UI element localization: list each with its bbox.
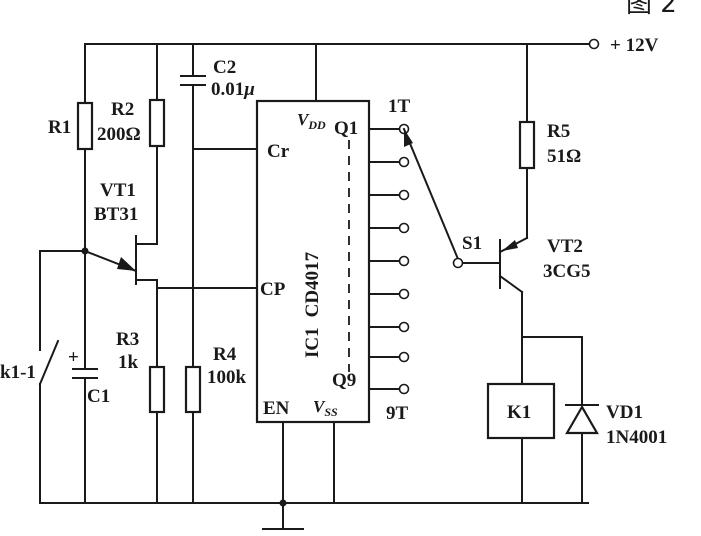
vt2-collector-lead (498, 274, 524, 294)
r5-label: R5 (547, 121, 570, 142)
r3-resistor (148, 365, 166, 414)
output-7t[interactable] (398, 321, 410, 333)
output-taps (368, 123, 410, 395)
ic1-en-pin: EN (263, 398, 290, 419)
ic1-vss-pin: VSS (313, 397, 338, 419)
vt2-emitter-arrow (502, 240, 518, 251)
vt1-type: BT31 (94, 204, 138, 225)
ic1-q1-pin: Q1 (334, 118, 358, 139)
r1-resistor (76, 101, 94, 151)
k1-label: K1 (507, 402, 531, 423)
output-4t[interactable] (398, 222, 410, 234)
output-9t[interactable] (398, 383, 410, 395)
s1-wiper-arrow (404, 129, 413, 147)
k1-1-label: k1-1 (0, 362, 36, 383)
s1-wiper[interactable] (402, 127, 460, 261)
vd1-label: VD1 (606, 402, 643, 423)
r4-label: R4 (213, 344, 237, 365)
output-3t[interactable] (398, 189, 410, 201)
r1-label: R1 (48, 117, 71, 138)
r2-label: R2 (111, 99, 134, 120)
c2-value: 0.01μ (211, 79, 255, 100)
r4-resistor (184, 365, 202, 414)
c1-gap (80, 369, 90, 378)
vt1-emitter-arrow (117, 257, 136, 271)
vt2-type: 3CG5 (543, 261, 591, 282)
vd1-diode-triangle (565, 404, 599, 435)
ic1-vdd-pin: VDD (297, 110, 326, 132)
s1-label: S1 (462, 233, 482, 254)
supply-terminal (588, 38, 600, 50)
r2-value: 200Ω (97, 124, 141, 145)
k1-1-contact-blade[interactable] (38, 339, 60, 386)
r5-value: 51Ω (547, 146, 581, 167)
vt1-label: VT1 (100, 180, 136, 201)
r2-resistor (148, 98, 166, 148)
r3-label: R3 (116, 329, 139, 350)
output-5t[interactable] (398, 255, 410, 267)
r5-resistor (518, 120, 536, 170)
supply-label: + 12V (610, 35, 659, 56)
output-6t[interactable] (398, 288, 410, 300)
r3-value: 1k (118, 352, 139, 373)
output-9t-label: 9T (386, 403, 409, 424)
vt2-label: VT2 (547, 236, 583, 257)
ic1-q9-pin: Q9 (332, 370, 356, 391)
ic1-cr-pin: Cr (267, 141, 290, 162)
figure-header: 图 2 (626, 0, 677, 19)
ic1-body (255, 99, 371, 424)
ic1-cp-pin: CP (260, 279, 286, 300)
output-8t[interactable] (398, 351, 410, 363)
c2-label: C2 (213, 57, 236, 78)
output-2t[interactable] (398, 156, 410, 168)
ic1-name: IC1CD4017 (302, 251, 323, 358)
c1-label: C1 (87, 386, 110, 407)
vd1-type: 1N4001 (606, 427, 667, 448)
r4-value: 100k (207, 367, 247, 388)
s1-terminal (452, 257, 464, 269)
output-1t-label: 1T (388, 96, 411, 117)
c1-polarity: + (68, 347, 79, 368)
